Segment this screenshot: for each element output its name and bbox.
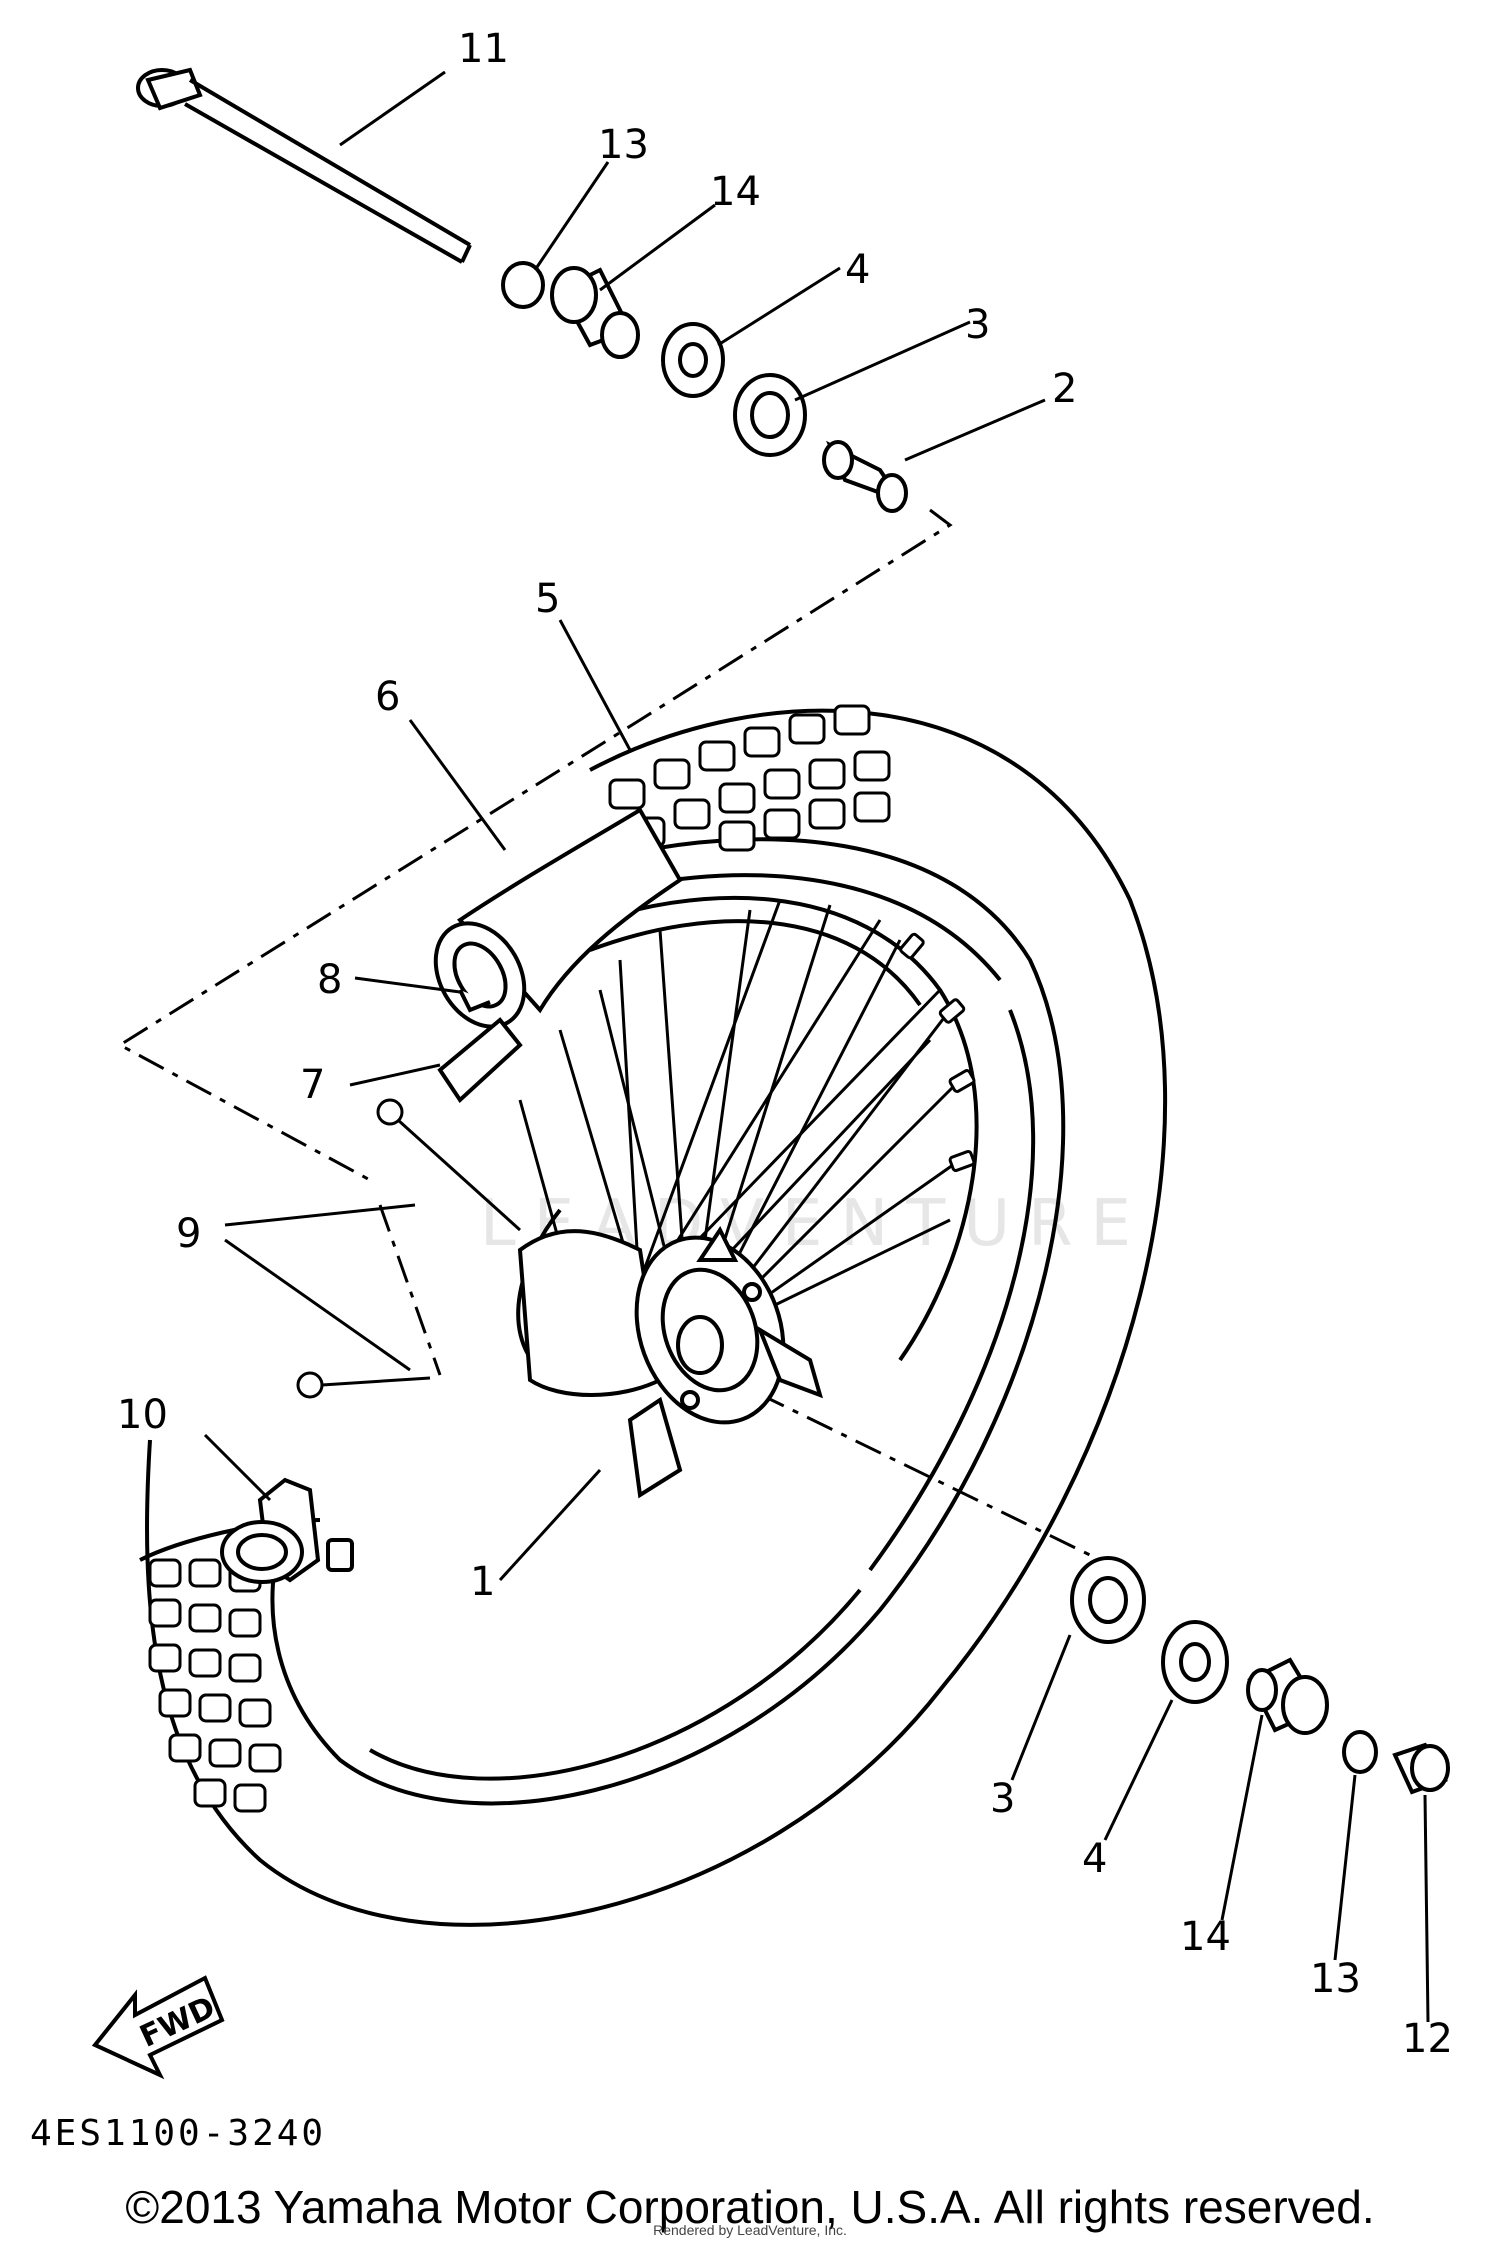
- collar-upper: [501, 261, 545, 309]
- spacer-upper: [822, 440, 908, 513]
- callout-6: 6: [375, 674, 400, 720]
- callout-13-upper: 13: [598, 122, 649, 168]
- lower-bearing-stack: [1070, 1556, 1450, 1795]
- callout-4-upper: 4: [845, 247, 870, 293]
- callout-10: 10: [117, 1392, 168, 1438]
- oil-seal-upper: [733, 373, 807, 457]
- inner-tube: [433, 807, 683, 1029]
- callout-11: 11: [458, 26, 509, 72]
- callout-14-lower: 14: [1180, 1914, 1231, 1960]
- wheel-hub: [517, 1226, 824, 1499]
- callout-1: 1: [470, 1559, 495, 1605]
- front-axle: [136, 67, 472, 264]
- spacer-flange-upper: [550, 266, 640, 359]
- callout-5: 5: [535, 576, 560, 622]
- rim-band-and-valve: [437, 989, 523, 1104]
- loose-spokes: [296, 1098, 522, 1399]
- callout-3-upper: 3: [965, 302, 990, 348]
- forward-arrow-icon: FWD: [91, 1975, 225, 2080]
- callout-13-lower: 13: [1310, 1956, 1361, 2002]
- axle-nut: [1392, 1742, 1450, 1795]
- callout-8: 8: [317, 957, 342, 1003]
- tire: [139, 708, 1168, 1927]
- assembly-axis-lines: [117, 508, 1091, 1557]
- callout-9: 9: [176, 1211, 201, 1257]
- callout-14-upper: 14: [710, 169, 761, 215]
- callout-4-lower: 4: [1082, 1836, 1107, 1882]
- copyright-notice: ©2013 Yamaha Motor Corporation, U.S.A. A…: [125, 2181, 1375, 2233]
- diagram-code: 4ES1100-3240: [30, 2113, 326, 2154]
- collar-lower: [1342, 1730, 1378, 1774]
- tire-tread-lower: [148, 1558, 282, 1813]
- bearing-lower: [1161, 1620, 1229, 1704]
- spoke-nipples: [899, 932, 976, 1172]
- leader-lines: [203, 70, 1430, 2023]
- upper-bearing-stack: [501, 261, 908, 513]
- callout-12: 12: [1402, 2016, 1453, 2062]
- oil-seal-lower: [1070, 1556, 1146, 1644]
- callout-7: 7: [300, 1062, 325, 1108]
- callout-3-lower: 3: [990, 1776, 1015, 1822]
- spacer-flange-lower: [1246, 1657, 1329, 1735]
- callout-2: 2: [1052, 366, 1077, 412]
- render-credit: Rendered by LeadVenture, Inc.: [653, 2222, 847, 2238]
- bearing-upper: [661, 322, 725, 398]
- callout-numbers: 11 13 14 4 3 2 5 6 8 7 9 10 1 3 4 14 13 …: [117, 26, 1453, 2062]
- rim-lock: [220, 1477, 354, 1584]
